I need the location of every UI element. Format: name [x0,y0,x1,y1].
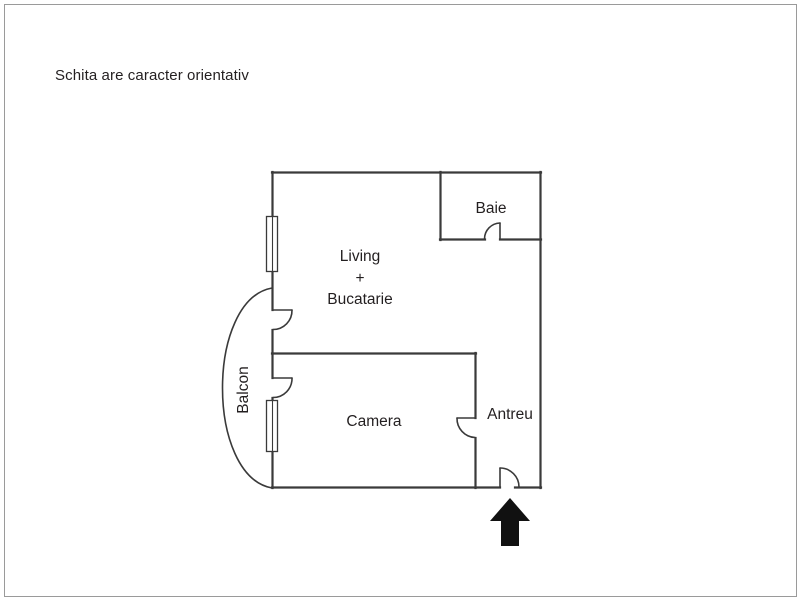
room-label-camera: Camera [346,413,402,430]
door-baie-arc [483,222,501,240]
door-entrance-arc [499,467,520,488]
room-label-baie: Baie [475,200,506,217]
room-label-living: Living [340,248,381,265]
door-balcony-upper-arc [272,309,293,331]
page-title: Schita are caracter orientativ [55,67,249,84]
door-antreu-arc [456,417,476,439]
room-label-balcon: Balcon [235,366,252,413]
balcony-outline-group [221,287,273,489]
balcony-arc [221,287,273,489]
entrance-arrow-icon [490,498,530,546]
room-label-antreu: Antreu [487,406,533,423]
windows-group [265,215,279,453]
room-labels-group: Living + Bucatarie Baie Camera Antreu Ba… [235,200,533,430]
entrance-arrow-group [490,498,530,546]
walls-group [270,170,543,490]
room-label-living-plus: + [355,270,364,287]
doors-group [272,222,520,488]
door-balcony-lower-arc [272,377,293,399]
room-label-bucatarie: Bucatarie [327,291,392,308]
